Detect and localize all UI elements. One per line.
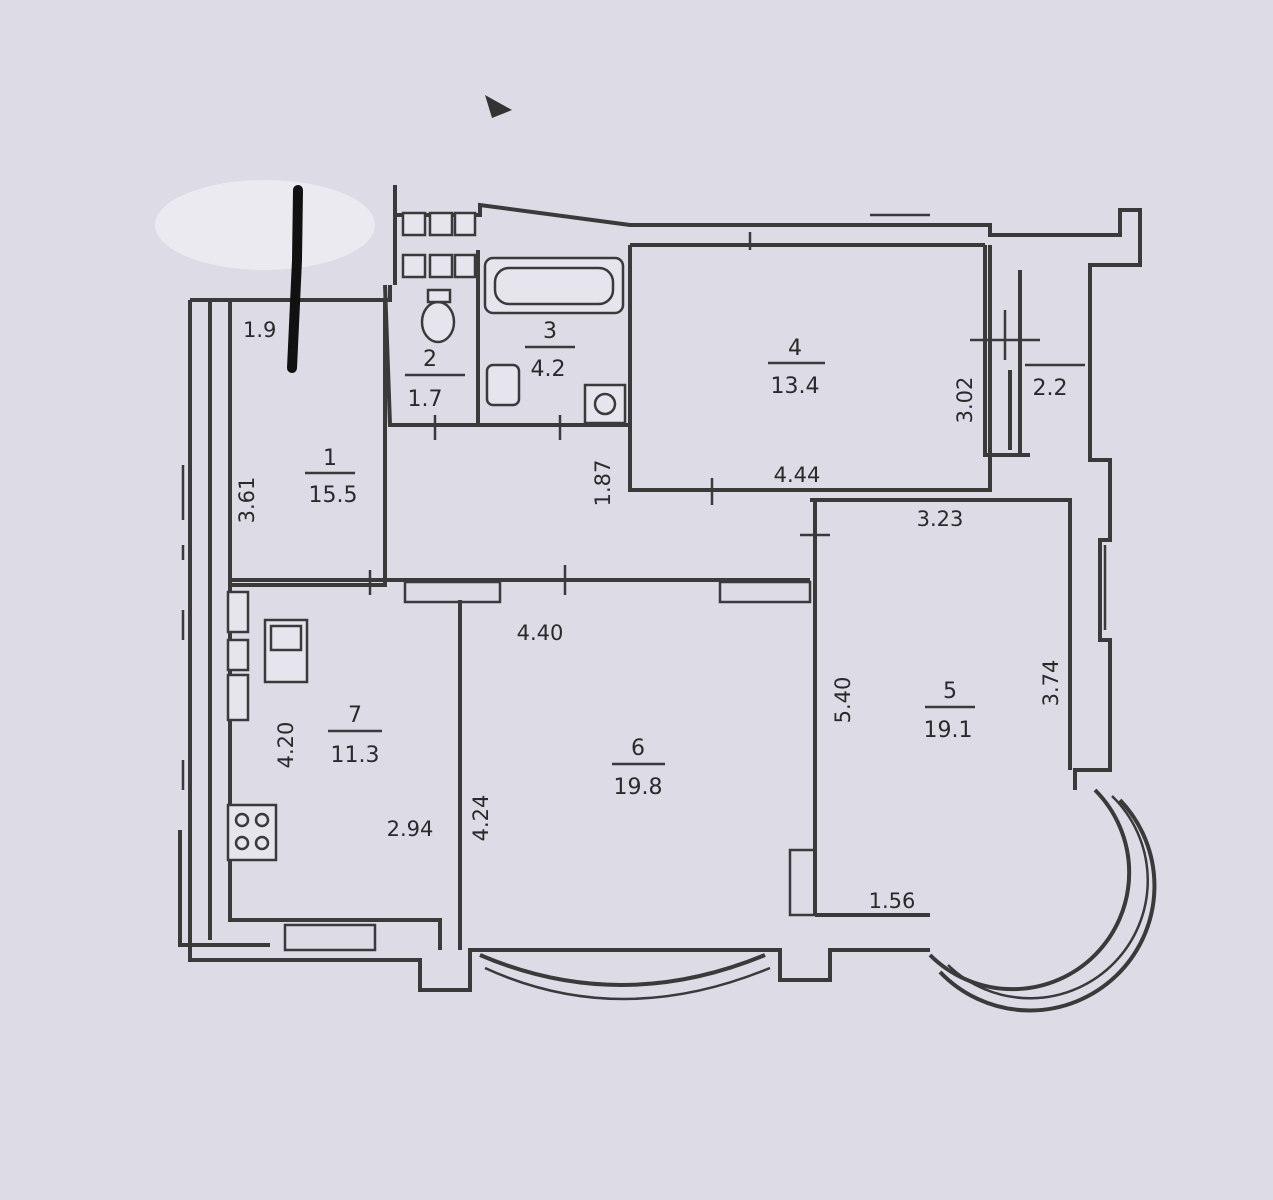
door-marks xyxy=(368,310,1040,595)
room-4: 4 13.4 xyxy=(768,336,825,399)
room-3: 3 4.2 xyxy=(525,319,575,382)
smudge-mark xyxy=(155,180,375,270)
bay-windows xyxy=(479,788,1157,1013)
room-number: 2 xyxy=(423,347,437,372)
dim-room6-top: 4.40 xyxy=(517,621,564,645)
room-number: 6 xyxy=(631,736,645,761)
dim-room7-side: 4.20 xyxy=(274,722,298,769)
room-number: 7 xyxy=(348,703,362,728)
dim-room4-width: 4.44 xyxy=(774,463,821,487)
dim-room6-side: 4.24 xyxy=(469,795,493,842)
room-7: 7 11.3 xyxy=(328,703,382,768)
room-area: 11.3 xyxy=(331,743,380,768)
room-1: 1 15.5 xyxy=(305,446,357,508)
room-number: 3 xyxy=(543,319,557,344)
dim-room5-side: 3.74 xyxy=(1039,660,1063,707)
room-2: 2 1.7 xyxy=(405,347,465,412)
sink-icon xyxy=(485,363,521,407)
balcony-structure xyxy=(1008,363,1085,450)
balcony-area-label: 2.2 xyxy=(1033,376,1068,401)
room-5: 5 19.1 xyxy=(924,679,975,743)
dim-room4-side: 3.02 xyxy=(953,377,977,424)
room-area: 15.5 xyxy=(309,483,358,508)
room-area: 4.2 xyxy=(531,357,566,382)
dim-room7-width: 2.94 xyxy=(387,817,434,841)
room-number: 1 xyxy=(323,446,337,471)
dim-room1-side: 3.61 xyxy=(235,477,259,524)
stove-icon xyxy=(226,803,278,862)
dim-room5-inner: 5.40 xyxy=(831,677,855,724)
room-6: 6 19.8 xyxy=(612,736,665,800)
room-area: 19.8 xyxy=(614,775,663,800)
dim-room5-bottom: 1.56 xyxy=(869,889,916,913)
room-number: 5 xyxy=(943,679,957,704)
room-area: 13.4 xyxy=(771,374,820,399)
dim-room1-top: 1.9 xyxy=(243,318,276,342)
room-area: 1.7 xyxy=(408,387,443,412)
north-arrow-icon xyxy=(485,95,512,118)
dim-room5-top: 3.23 xyxy=(917,507,964,531)
room-area: 19.1 xyxy=(924,718,973,743)
toilet-icon xyxy=(420,300,456,344)
bath-fixtures xyxy=(401,211,627,425)
marker-stroke xyxy=(287,185,303,373)
window-marks xyxy=(181,213,1107,790)
interior-walls xyxy=(228,243,1072,952)
room-number: 4 xyxy=(788,336,802,361)
kitchen-fixtures xyxy=(226,590,309,862)
dim-corridor: 1.87 xyxy=(591,460,615,507)
